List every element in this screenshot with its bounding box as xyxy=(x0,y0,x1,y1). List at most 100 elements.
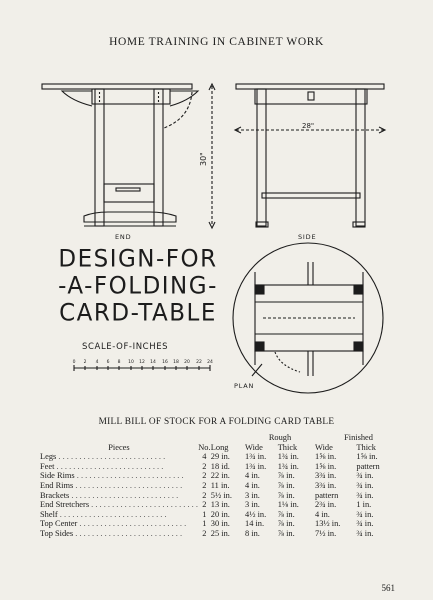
cell-rw: 3 in. xyxy=(245,490,260,500)
drawing-title-line-3: CARD-TABLE xyxy=(59,299,217,327)
cell-fw: 1⅝ in. xyxy=(315,452,337,462)
table-header: Pieces No. Long Wide Thick Wide Thick xyxy=(40,443,402,453)
rough-group-label: Rough xyxy=(268,433,292,442)
col-header: Thick xyxy=(277,442,298,452)
cell-rt: 1⅛ in. xyxy=(277,500,299,510)
table-row: End Stretchers . . . . . . . . . . . . .… xyxy=(40,500,402,510)
col-header: Pieces xyxy=(108,442,130,452)
cell-fw: 2¾ in. xyxy=(315,500,337,510)
cell-ft: pattern xyxy=(356,461,380,471)
plan-view xyxy=(232,242,384,394)
piece-name: Shelf . . . . . . . . . . . . . . . . . … xyxy=(40,509,167,519)
cell-rt: ⅞ in. xyxy=(277,528,295,538)
piece-label: Shelf xyxy=(40,509,58,519)
cell-ft: 1 in. xyxy=(356,500,372,510)
finished-group-label: Finished xyxy=(344,433,373,442)
piece-label: Legs xyxy=(40,452,57,462)
cell-long: 29 in. xyxy=(210,452,230,462)
cell-no: 2 xyxy=(202,461,207,471)
mill-bill-title: MILL BILL OF STOCK FOR A FOLDING CARD TA… xyxy=(98,417,335,427)
piece-name: Legs . . . . . . . . . . . . . . . . . .… xyxy=(40,452,166,462)
cell-rw: 3 in. xyxy=(245,500,260,510)
scale-tick: 24 xyxy=(207,359,213,365)
cell-fw: 3¾ in. xyxy=(315,480,337,490)
cell-rw: 8 in. xyxy=(245,528,260,538)
table-row: Side Rims . . . . . . . . . . . . . . . … xyxy=(40,471,402,481)
piece-label: Side Rims xyxy=(40,471,75,481)
scale-tick: 2 xyxy=(84,359,87,365)
col-header: No. xyxy=(198,442,211,452)
col-header: Wide xyxy=(245,442,263,452)
piece-label: Feet xyxy=(40,461,55,471)
running-head: HOME TRAINING IN CABINET WORK xyxy=(109,36,324,48)
cell-no: 4 xyxy=(202,452,207,462)
table-row: End Rims . . . . . . . . . . . . . . . .… xyxy=(40,481,402,491)
cell-rt: 1¾ in. xyxy=(277,461,299,471)
cell-rt: ⅞ in. xyxy=(277,480,295,490)
scale-tick: 14 xyxy=(150,359,156,365)
cell-ft: ¾ in. xyxy=(356,509,374,519)
scale-tick: 6 xyxy=(107,359,110,365)
cell-ft: ¾ in. xyxy=(356,528,374,538)
cell-ft: ¾ in. xyxy=(356,490,374,500)
cell-rw: 4 in. xyxy=(245,480,260,490)
piece-label: End Stretchers xyxy=(40,500,90,510)
cell-ft: 1⅝ in. xyxy=(356,452,378,462)
cell-long: 18 id. xyxy=(210,461,230,471)
cell-rw: 14 in. xyxy=(245,519,265,529)
end-view-label: END xyxy=(115,233,132,241)
cell-fw: 1⅝ in. xyxy=(315,461,337,471)
cell-fw: 3¾ in. xyxy=(315,471,337,481)
table-row: Feet . . . . . . . . . . . . . . . . . .… xyxy=(40,462,402,472)
cell-long: 13 in. xyxy=(210,500,230,510)
cell-no: 2 xyxy=(202,500,207,510)
scale-tick: 12 xyxy=(139,359,145,365)
scale-tick: 4 xyxy=(96,359,99,365)
table-row: Legs . . . . . . . . . . . . . . . . . .… xyxy=(40,452,402,462)
cell-long: 22 in. xyxy=(210,471,230,481)
side-view xyxy=(233,83,387,228)
cell-long: 5½ in. xyxy=(210,490,232,500)
scale-tick: 20 xyxy=(184,359,190,365)
page-number: 561 xyxy=(381,583,396,593)
cell-ft: ¾ in. xyxy=(356,480,374,490)
height-dimension: 30" xyxy=(199,152,208,166)
cell-rt: ⅞ in. xyxy=(277,519,295,529)
cell-fw: 7½ in. xyxy=(315,528,337,538)
cell-ft: ¾ in. xyxy=(356,471,374,481)
scale-tick: 16 xyxy=(162,359,168,365)
piece-name: Side Rims . . . . . . . . . . . . . . . … xyxy=(40,471,184,481)
piece-name: Top Sides . . . . . . . . . . . . . . . … xyxy=(40,528,183,538)
table-row: Top Center . . . . . . . . . . . . . . .… xyxy=(40,519,402,529)
cell-no: 2 xyxy=(202,471,207,481)
cell-ft: ¾ in. xyxy=(356,519,374,529)
cell-rw: 4½ in. xyxy=(245,509,267,519)
cell-rw: 1¾ in. xyxy=(245,461,267,471)
cell-no: 1 xyxy=(202,509,207,519)
piece-name: Feet . . . . . . . . . . . . . . . . . .… xyxy=(40,461,164,471)
scale-tick: 22 xyxy=(196,359,202,365)
cell-rw: 4 in. xyxy=(245,471,260,481)
scale-label: SCALE-OF-INCHES xyxy=(82,342,169,352)
cell-no: 2 xyxy=(202,528,207,538)
cell-long: 11 in. xyxy=(210,480,230,490)
cell-rt: ⅞ in. xyxy=(277,509,295,519)
piece-name: End Rims . . . . . . . . . . . . . . . .… xyxy=(40,480,183,490)
drawing-title-line-2: -A-FOLDING- xyxy=(58,272,218,300)
scale-tick: 8 xyxy=(118,359,121,365)
cell-long: 30 in. xyxy=(210,519,230,529)
cell-fw: 4 in. xyxy=(315,509,330,519)
cell-long: 25 in. xyxy=(210,528,230,538)
piece-label: Top Sides xyxy=(40,528,74,538)
col-header: Long xyxy=(210,442,229,452)
col-header: Wide xyxy=(315,442,333,452)
end-view xyxy=(41,82,216,230)
piece-name: End Stretchers . . . . . . . . . . . . .… xyxy=(40,500,198,510)
cell-long: 20 in. xyxy=(210,509,230,519)
piece-label: Brackets xyxy=(40,490,70,500)
cell-fw: 13½ in. xyxy=(315,519,341,529)
cell-no: 1 xyxy=(202,519,207,529)
plan-view-label: PLAN xyxy=(234,382,255,390)
cell-rw: 1¾ in. xyxy=(245,452,267,462)
